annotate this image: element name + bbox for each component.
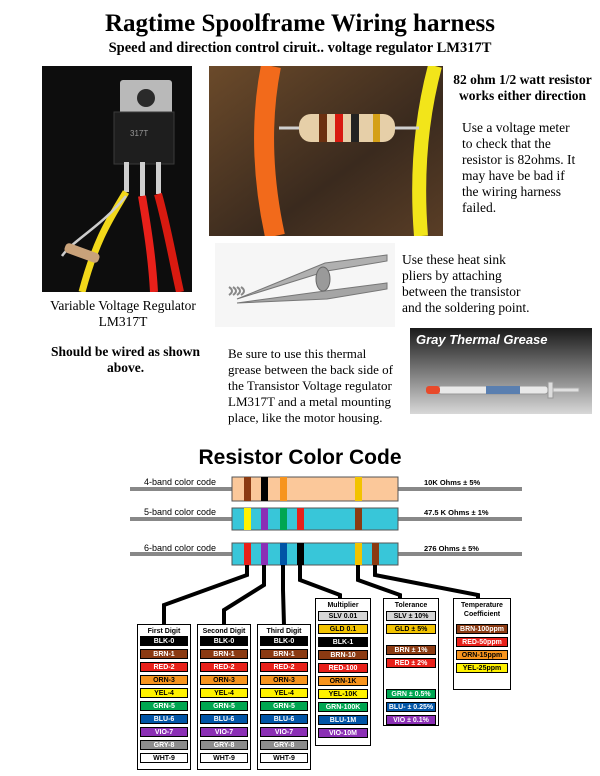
first-digit-gry: GRY-8	[140, 740, 188, 750]
resistor-note-line: resistor is 82ohms. It	[462, 152, 576, 167]
heatsink-note-line: pliers by attaching	[402, 268, 502, 283]
tempco-head-line2: Coefficient	[463, 611, 501, 618]
color-code-title: Resistor Color Code	[198, 446, 402, 469]
resistor-note-line: failed.	[462, 200, 497, 215]
multiplier-vio: VIO-10M	[318, 728, 368, 738]
row-label-5band: 5-band color code	[144, 507, 217, 517]
grease-note-line: Be sure to use this thermal	[228, 346, 367, 361]
tempco-head-line1: Temperature	[461, 602, 503, 609]
third-digit-wht: WHT-9	[260, 753, 308, 763]
row-value-6band: 276 Ohms ± 5%	[424, 544, 479, 553]
regulator-caption-line1: Variable Voltage Regulator	[50, 298, 196, 313]
multiplier-head: Multiplier	[327, 602, 359, 609]
second-digit-vio: VIO-7	[200, 727, 248, 737]
row-value-5band: 47.5 K Ohms ± 1%	[424, 508, 489, 517]
third-digit-brn: BRN-1	[260, 649, 308, 659]
third-digit-orn: ORN-3	[260, 675, 308, 685]
tolerance-blu: BLU- ± 0.25%	[386, 702, 436, 712]
second-digit-wht: WHT-9	[200, 753, 248, 763]
resistor-note-line: the wiring harness	[462, 184, 561, 199]
first-digit-blu: BLU-6	[140, 714, 188, 724]
tempco-orn: ORN-15ppm	[456, 650, 508, 660]
chip-label: 317T	[130, 129, 148, 138]
thermal-grease-photo: Gray Thermal Grease	[410, 328, 592, 414]
second-digit-gry: GRY-8	[200, 740, 248, 750]
row-value-4band: 10K Ohms ± 5%	[424, 478, 481, 487]
multiplier-blu: BLU-1M	[318, 715, 368, 725]
heatsink-note-line: and the soldering point.	[402, 300, 530, 315]
row-label-6band: 6-band color code	[144, 543, 217, 553]
tolerance-gld: GLD ± 5%	[386, 624, 436, 634]
multiplier-slv: SLV 0.01	[318, 611, 368, 621]
third-digit-blu: BLU-6	[260, 714, 308, 724]
multiplier-brn: BRN-10	[318, 650, 368, 660]
tolerance-grn: GRN ± 0.5%	[386, 689, 436, 699]
resistor-heading-line1: 82 ohm 1/2 watt resistor	[453, 72, 592, 87]
grease-note-line: grease between the back side of	[228, 362, 393, 377]
second-digit-grn: GRN-5	[200, 701, 248, 711]
multiplier-yel: YEL-10K	[318, 689, 368, 699]
grease-note-line: LM317T and a metal mounting	[228, 394, 391, 409]
third-digit-head: Third Digit	[266, 628, 302, 635]
first-digit-wht: WHT-9	[140, 753, 188, 763]
first-digit-grn: GRN-5	[140, 701, 188, 711]
wired-note-line1: Should be wired as shown	[50, 344, 201, 359]
tolerance-red: RED ± 2%	[386, 658, 436, 668]
first-digit-orn: ORN-3	[140, 675, 188, 685]
third-digit-vio: VIO-7	[260, 727, 308, 737]
heatsink-note-line: Use these heat sink	[402, 252, 506, 267]
first-digit-vio: VIO-7	[140, 727, 188, 737]
resistor-note-line: Use a voltage meter	[462, 120, 570, 135]
wired-note-line2: above.	[106, 360, 145, 375]
resistor-heading-line2: works either direction	[459, 88, 586, 103]
first-digit-head: First Digit	[147, 628, 181, 635]
tolerance-brn: BRN ± 1%	[386, 645, 436, 655]
second-digit-yel: YEL-4	[200, 688, 248, 698]
grease-photo-label: Gray Thermal Grease	[416, 332, 548, 347]
tempco-head: Temperature Coefficient	[454, 599, 510, 619]
resistor-note-line: may have be bad if	[462, 168, 565, 183]
resistor-body-5band	[231, 507, 399, 531]
third-digit-grn: GRN-5	[260, 701, 308, 711]
second-digit-head: Second Digit	[202, 628, 246, 635]
second-digit-brn: BRN-1	[200, 649, 248, 659]
first-digit-brn: BRN-1	[140, 649, 188, 659]
third-digit-red: RED-2	[260, 662, 308, 672]
grease-note-line: place, like the motor housing.	[228, 410, 383, 425]
multiplier-red: RED-100	[318, 663, 368, 673]
resistor-photo	[209, 66, 443, 236]
page-title: Ragtime Spoolframe Wiring harness	[104, 10, 496, 37]
third-digit-gry: GRY-8	[260, 740, 308, 750]
first-digit-red: RED-2	[140, 662, 188, 672]
second-digit-red: RED-2	[200, 662, 248, 672]
second-digit-blk: BLK-0	[200, 636, 248, 646]
multiplier-grn: GRN-100K	[318, 702, 368, 712]
heatsink-note-line: between the transistor	[402, 284, 521, 299]
row-label-4band: 4-band color code	[144, 477, 217, 487]
regulator-caption-line2: LM317T	[98, 314, 148, 329]
second-digit-blu: BLU-6	[200, 714, 248, 724]
tempco-yel: YEL-25ppm	[456, 663, 508, 673]
multiplier-gld: GLD 0.1	[318, 624, 368, 634]
tempco-red: RED-50ppm	[456, 637, 508, 647]
tolerance-slv: SLV ± 10%	[386, 611, 436, 621]
tolerance-vio: VIO ± 0.1%	[386, 715, 436, 725]
regulator-photo: 317T	[42, 66, 192, 292]
heatsink-pliers-photo	[215, 243, 395, 327]
first-digit-blk: BLK-0	[140, 636, 188, 646]
multiplier-blk: BLK-1	[318, 637, 368, 647]
resistor-body-4band	[231, 476, 399, 502]
third-digit-blk: BLK-0	[260, 636, 308, 646]
resistor-note-line: to check that the	[462, 136, 551, 151]
first-digit-yel: YEL-4	[140, 688, 188, 698]
tolerance-head: Tolerance	[394, 602, 428, 609]
page-subtitle: Speed and direction control ciruit.. vol…	[108, 40, 492, 56]
grease-note-line: the Transistor Voltage regulator	[228, 378, 392, 393]
second-digit-orn: ORN-3	[200, 675, 248, 685]
third-digit-yel: YEL-4	[260, 688, 308, 698]
tempco-brn: BRN-100ppm	[456, 624, 508, 634]
multiplier-orn: ORN-1K	[318, 676, 368, 686]
